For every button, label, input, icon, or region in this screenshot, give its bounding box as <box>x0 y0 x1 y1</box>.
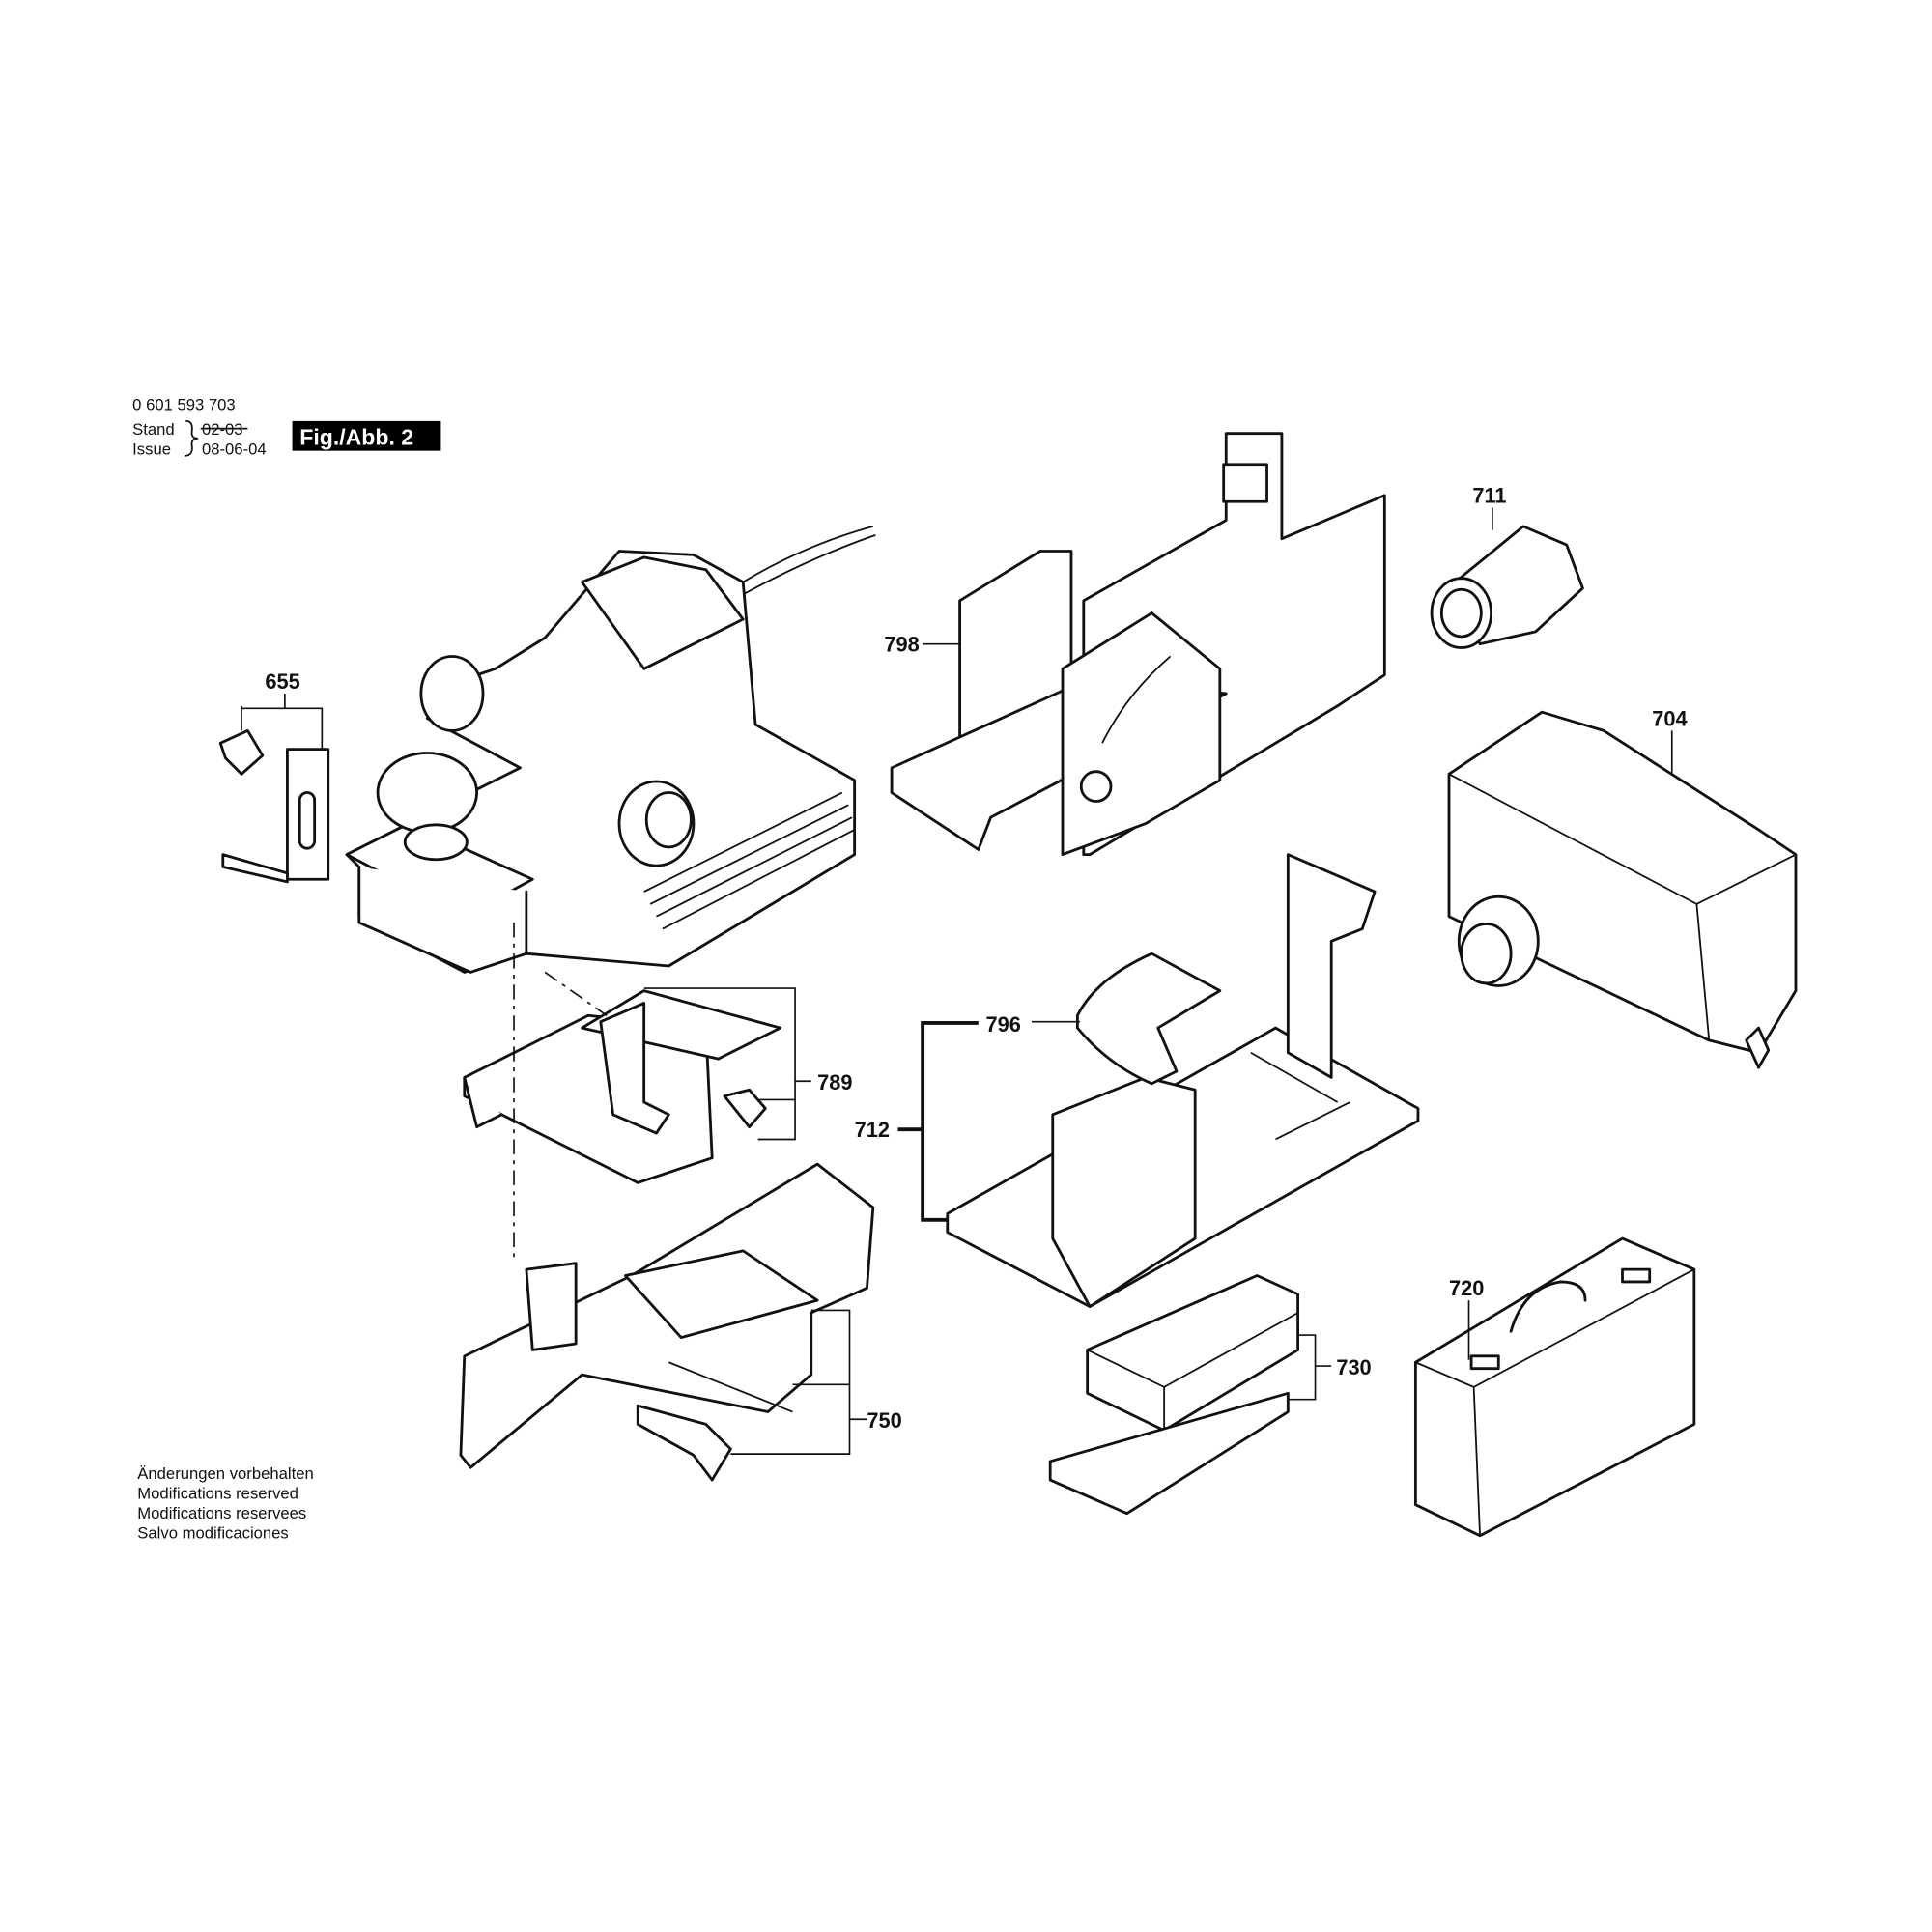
issue-label: Issue <box>132 440 171 459</box>
part-796-illustration <box>1075 952 1222 1086</box>
part-712-illustration <box>946 853 1420 1308</box>
part-label-798[interactable]: 798 <box>884 632 919 656</box>
part-label-796[interactable]: 796 <box>986 1012 1021 1037</box>
issue-date: 08-06-04 <box>202 440 267 459</box>
part-label-720[interactable]: 720 <box>1449 1276 1484 1300</box>
footer-line: Salvo modificaciones <box>137 1523 288 1542</box>
footer-line: Änderungen vorbehalten <box>137 1464 313 1483</box>
part-704-illustration <box>1447 710 1798 1069</box>
old-date: 02-03 <box>202 420 243 439</box>
part-label-655[interactable]: 655 <box>265 669 299 694</box>
figure-badge <box>292 420 441 451</box>
part-720-illustration <box>1413 1236 1696 1538</box>
part-label-730[interactable]: 730 <box>1336 1355 1371 1379</box>
part-789-illustration <box>463 987 811 1184</box>
brace <box>184 420 199 457</box>
part-label-750[interactable]: 750 <box>867 1408 901 1433</box>
stand-label: Stand <box>132 420 175 439</box>
footer-line: Modifications reserved <box>137 1484 298 1502</box>
planer-illustration <box>345 526 876 974</box>
part-label-704[interactable]: 704 <box>1652 706 1687 730</box>
part-750-illustration <box>459 1162 875 1482</box>
part-655-illustration <box>218 693 330 884</box>
part-label-789[interactable]: 789 <box>817 1070 852 1094</box>
part-730-illustration <box>1048 1274 1332 1516</box>
part-label-711[interactable]: 711 <box>1472 484 1506 508</box>
part-798-illustration <box>890 432 1386 857</box>
assembly-dash-line <box>513 923 608 1264</box>
bracket-712 <box>897 1021 979 1222</box>
part-711-illustration <box>1430 507 1584 649</box>
part-number: 0 601 593 703 <box>132 395 236 413</box>
part-label-712[interactable]: 712 <box>855 1118 890 1142</box>
footer-line: Modifications reservees <box>137 1504 306 1522</box>
figure-label: Fig./Abb. 2 <box>299 424 413 449</box>
